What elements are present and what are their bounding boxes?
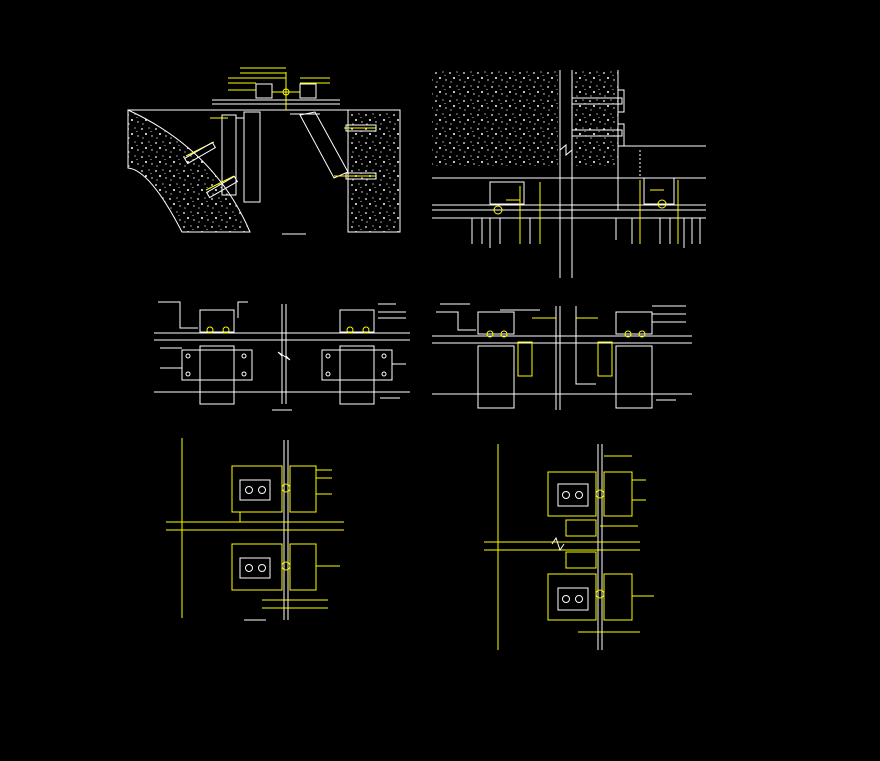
leader-lines-group	[436, 303, 686, 401]
leader-lines-group	[471, 218, 701, 248]
steel-bracket-right	[299, 111, 349, 179]
concrete-slab-left	[432, 70, 558, 166]
straight-stone-wall	[347, 109, 401, 233]
detail-corner-stone-anchor	[127, 67, 401, 235]
detail-transom-section-alt	[484, 444, 654, 650]
detail-mullion-plan-pair-alt	[432, 303, 692, 410]
leader-lines-group	[158, 301, 406, 399]
detail-mullion-plan-pair	[154, 301, 410, 411]
concrete-slab-right	[572, 70, 618, 166]
curved-stone-wall	[127, 109, 251, 233]
steel-bracket-left	[221, 114, 237, 196]
detail-slab-edge-bracket	[432, 70, 706, 278]
detail-transom-section	[166, 438, 344, 621]
